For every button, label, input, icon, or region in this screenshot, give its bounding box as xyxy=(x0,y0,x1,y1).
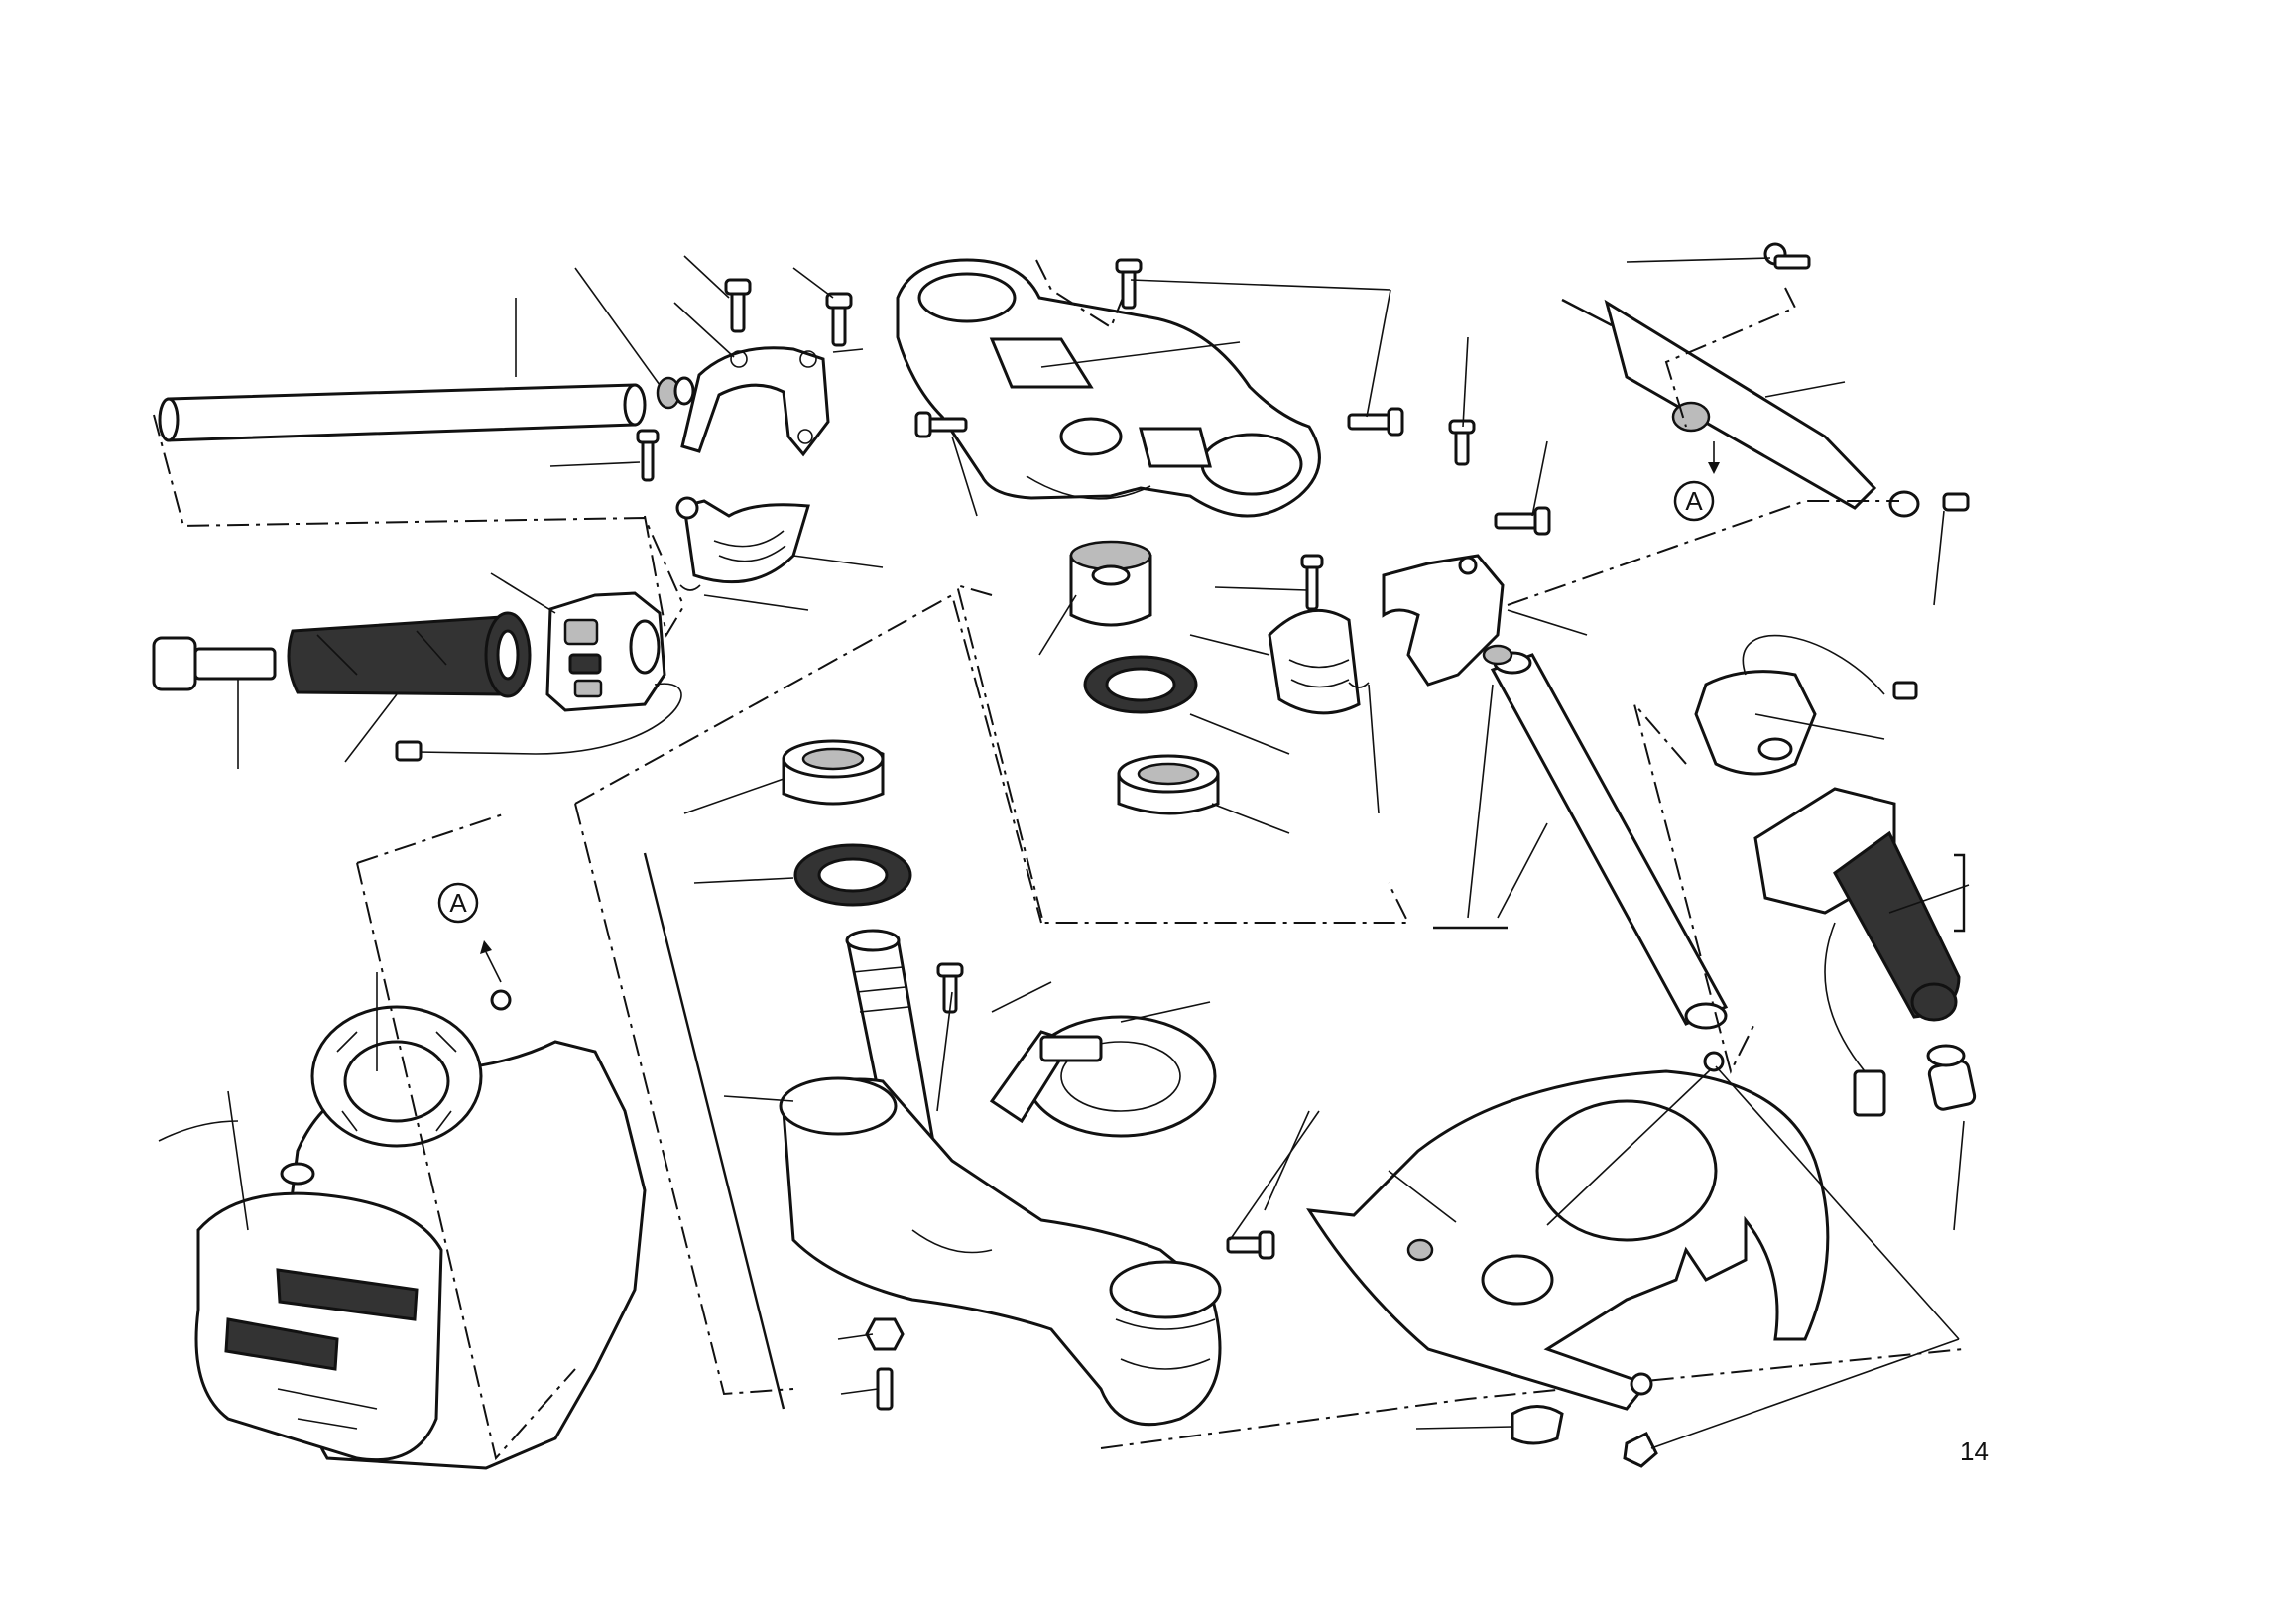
left-clamp-upper xyxy=(680,346,830,457)
left-switch-unit xyxy=(395,591,682,762)
left-grip xyxy=(287,611,532,698)
shield-leaders xyxy=(1264,1065,1960,1449)
right-clamp xyxy=(1268,419,1551,715)
steering-nut xyxy=(1069,540,1152,627)
dust-seal xyxy=(1083,655,1198,714)
bottom-leaders xyxy=(574,593,1965,1449)
left-handlebar-tube xyxy=(158,383,647,442)
left-clamp-lower xyxy=(675,496,810,591)
svg-text:A: A xyxy=(449,888,467,918)
frame-leaders xyxy=(227,812,576,1461)
left-leader-lines xyxy=(153,255,884,769)
throttle-grip xyxy=(1753,787,1961,1117)
top-yoke-bolts xyxy=(914,258,1404,438)
handlebar-plug xyxy=(656,376,695,410)
ref-bubble-a-right: A xyxy=(1673,441,1720,522)
damper-leaders xyxy=(1507,257,1945,606)
steering-damper xyxy=(1561,242,1970,518)
ref-bubble-a-left: A xyxy=(437,882,502,983)
right-switch-unit xyxy=(1694,634,1918,776)
bearing-seal xyxy=(793,843,912,907)
frame-headstock xyxy=(158,989,647,1470)
page-number: 14 xyxy=(1960,1436,1989,1466)
bottom-yoke-hardware xyxy=(865,962,1275,1411)
bottom-yoke xyxy=(779,1076,1222,1427)
lower-bearing xyxy=(782,739,885,806)
horn xyxy=(989,1015,1217,1138)
brake-disc-shield xyxy=(1306,1051,1830,1468)
right-grip-leaders xyxy=(1633,703,1970,1231)
upper-bearing xyxy=(1117,754,1220,815)
top-yoke-leaders xyxy=(951,259,1391,517)
svg-text:A: A xyxy=(1685,486,1703,516)
right-handlebar-tube xyxy=(1433,644,1729,1030)
right-bar-end xyxy=(1926,1044,1977,1111)
centre-leaders xyxy=(683,583,1410,924)
bar-end-weight xyxy=(152,636,277,691)
top-yoke xyxy=(896,258,1321,518)
right-clamp-leaders xyxy=(1189,336,1588,814)
left-clamp-bolts xyxy=(636,278,853,482)
